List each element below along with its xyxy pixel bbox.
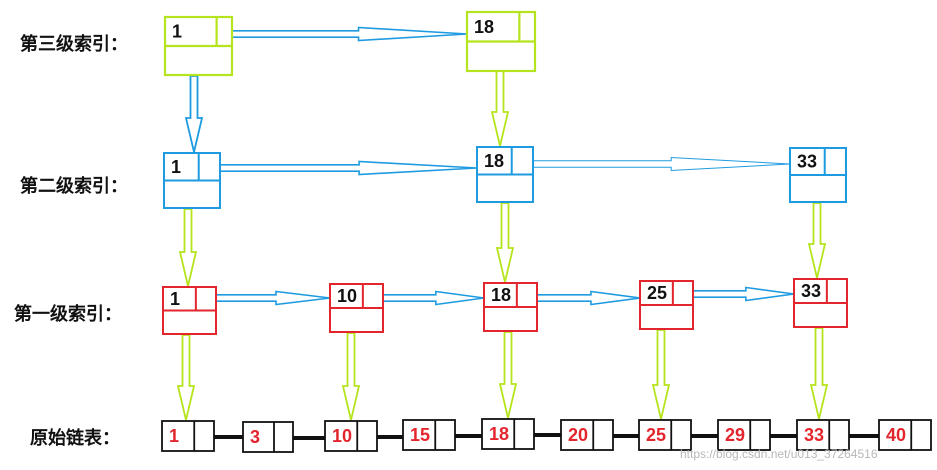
level3-down-arrow	[184, 75, 204, 153]
level3-node: 1	[163, 15, 234, 77]
base-node: 29	[717, 419, 771, 451]
base-node-value: 15	[410, 425, 430, 445]
base-node-value: 1	[169, 426, 179, 446]
level3-down-arrow	[490, 70, 510, 147]
level1-down-arrow	[809, 327, 829, 420]
level1-node-value: 18	[491, 285, 511, 305]
base-node: 25	[638, 419, 692, 451]
level3-label: 第三级索引：	[20, 33, 128, 55]
base-node-box	[402, 419, 456, 451]
base-node-box	[324, 420, 378, 452]
level1-next-arrow	[209, 290, 331, 306]
base-node: 10	[324, 420, 378, 452]
base-node: 33	[796, 419, 850, 451]
base-node-box	[560, 419, 614, 451]
base-list-label: 原始链表：	[30, 427, 120, 449]
base-node: 18	[481, 418, 535, 450]
level2-label: 第二级索引：	[20, 175, 128, 197]
level2-node: 18	[476, 146, 534, 203]
base-node-value: 40	[886, 425, 906, 445]
base-node-value: 18	[489, 424, 509, 444]
level1-down-arrow	[341, 332, 361, 421]
level1-next-arrow	[686, 286, 795, 302]
base-node-box	[717, 419, 771, 451]
base-node-value: 10	[332, 426, 352, 446]
level1-next-arrow	[376, 290, 485, 306]
level1-label: 第一级索引：	[14, 303, 122, 325]
base-node-box	[878, 419, 932, 451]
level2-node-value: 33	[797, 152, 817, 172]
level3-node-value: 1	[172, 22, 182, 42]
level3-node: 18	[465, 10, 537, 73]
base-node-box	[638, 419, 692, 451]
base-node-box	[242, 421, 294, 453]
level2-node: 33	[789, 147, 847, 203]
level2-down-arrow	[495, 202, 515, 283]
base-node-box	[481, 418, 535, 450]
arrows-layer	[176, 26, 904, 445]
level1-node-value: 10	[337, 286, 357, 306]
level2-node-value: 18	[484, 151, 504, 171]
base-node-value: 25	[646, 425, 666, 445]
base-node-value: 20	[568, 425, 588, 445]
base-node-value: 3	[250, 427, 260, 447]
level1-down-arrow	[498, 331, 518, 419]
base-node: 3	[242, 421, 294, 453]
level1-node-value: 33	[801, 281, 821, 301]
level1-next-arrow	[530, 290, 641, 306]
level2-down-arrow	[178, 208, 198, 287]
level1-down-arrow	[176, 334, 196, 421]
level3-node-value: 18	[474, 17, 494, 37]
level1-node: 25	[639, 280, 694, 330]
level1-node: 10	[329, 283, 384, 333]
level3-next-arrow	[225, 26, 468, 42]
level1-node: 33	[793, 278, 848, 328]
base-node-value: 29	[725, 425, 745, 445]
level2-node-value: 1	[171, 157, 181, 177]
level2-node: 1	[163, 152, 221, 209]
watermark: https://blog.csdn.net/u013_37264516	[680, 447, 878, 461]
level1-down-arrow	[651, 329, 671, 420]
level2-next-arrow	[525, 156, 791, 172]
level1-node: 1	[162, 286, 217, 335]
base-node: 40	[878, 419, 932, 451]
base-node-box	[796, 419, 850, 451]
base-node-box	[161, 420, 215, 452]
level2-down-arrow	[807, 202, 827, 279]
level2-next-arrow	[214, 160, 478, 176]
base-node: 15	[402, 419, 456, 451]
level1-node: 18	[483, 282, 538, 332]
base-node-value: 33	[804, 425, 824, 445]
base-node: 20	[560, 419, 614, 451]
base-node: 1	[161, 420, 215, 452]
nodes-layer: 1 18 1 18 33 1 10 18 25 33 1 3 10 15 18 20 25 29 33 40	[161, 10, 932, 453]
level1-node-value: 1	[170, 289, 180, 309]
level1-node-value: 25	[647, 283, 667, 303]
